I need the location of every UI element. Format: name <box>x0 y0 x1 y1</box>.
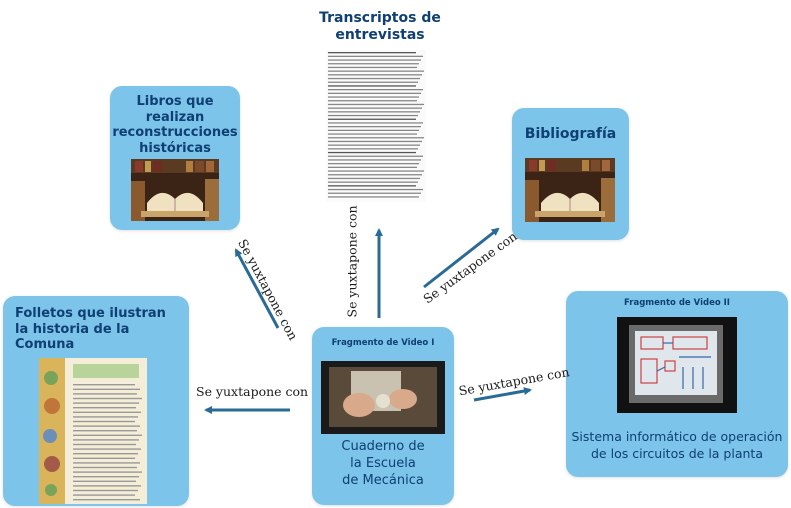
text-line <box>328 63 419 65</box>
text-line <box>73 411 141 413</box>
books-image <box>131 159 219 221</box>
transcriptos-title: Transcriptos de entrevistas <box>319 10 441 43</box>
text-line <box>73 393 137 395</box>
edge-label-folletos: Se yuxtapone con <box>196 384 309 399</box>
text-line <box>73 388 140 390</box>
text-line <box>328 96 419 98</box>
text-line <box>73 448 141 450</box>
transcript-document-image <box>326 50 426 202</box>
text-line <box>328 181 418 183</box>
arrow-to-video2 <box>473 387 532 402</box>
text-line <box>328 89 423 91</box>
text-line <box>73 471 142 473</box>
node-video2: Fragmento de Video II Sistema informátic… <box>566 291 788 477</box>
text-line <box>73 434 142 436</box>
text-line <box>328 66 417 69</box>
text-line <box>328 103 424 106</box>
text-line <box>328 163 419 165</box>
text-line <box>73 407 136 409</box>
text-line <box>328 52 416 54</box>
text-line <box>328 118 416 120</box>
text-line <box>73 499 140 501</box>
node-bibliografia: Bibliografía <box>512 108 629 240</box>
text-line <box>328 185 416 187</box>
node-bibliografia-title: Bibliografía <box>524 126 617 142</box>
text-line <box>328 192 421 194</box>
node-libros: Libros que realizan reconstrucciones his… <box>110 86 240 230</box>
text-line <box>328 81 418 83</box>
text-line <box>328 77 420 80</box>
text-line <box>73 384 135 386</box>
text-line <box>73 462 140 464</box>
text-line <box>328 111 420 113</box>
node-video1: Fragmento de Video I Cuaderno de la Escu… <box>312 327 454 505</box>
text-line <box>73 480 136 482</box>
text-line <box>73 402 139 404</box>
text-line <box>328 70 424 72</box>
arrow-to-bibliografia <box>423 227 500 289</box>
text-line <box>73 443 136 446</box>
arrow-to-libros <box>234 248 280 329</box>
text-line <box>328 100 417 102</box>
text-line <box>73 476 139 478</box>
text-line <box>73 416 138 418</box>
node-video1-title: Fragmento de Video I <box>331 338 435 348</box>
text-line <box>328 122 423 124</box>
text-line <box>328 129 419 131</box>
text-line <box>328 166 417 168</box>
text-line <box>73 466 137 469</box>
text-line <box>73 494 135 496</box>
node-video1-caption: Cuaderno de la Escuela de Mecánica <box>341 439 425 488</box>
text-line <box>328 188 423 191</box>
text-line <box>328 55 423 57</box>
text-line <box>73 430 137 432</box>
node-libros-title: Libros que realizan reconstrucciones his… <box>112 94 238 156</box>
text-line <box>73 397 142 400</box>
text-line <box>328 59 421 61</box>
text-line <box>73 425 140 427</box>
brochure-image <box>39 358 147 504</box>
node-video2-title: Fragmento de Video II <box>624 298 730 308</box>
text-line <box>328 174 422 176</box>
text-line <box>73 485 141 487</box>
text-line <box>73 439 139 441</box>
text-line <box>328 85 416 87</box>
edge-label-transcriptos: Se yuxtapone con <box>344 205 360 318</box>
text-line <box>328 133 417 135</box>
text-line <box>328 170 424 172</box>
text-line <box>328 159 421 161</box>
text-line <box>328 155 423 157</box>
text-line <box>328 137 424 139</box>
text-line <box>328 177 420 180</box>
node-folletos-title: Folletos que ilustran la historia de la … <box>15 306 166 353</box>
node-folletos: Folletos que ilustran la historia de la … <box>3 296 189 506</box>
text-line <box>328 196 419 198</box>
bibliography-books-image <box>525 158 615 222</box>
video1-frame[interactable] <box>321 361 445 434</box>
text-line <box>328 140 422 143</box>
text-line <box>328 107 422 109</box>
text-line <box>328 126 421 128</box>
node-video2-caption: Sistema informático de operación de los … <box>571 429 783 461</box>
text-line <box>328 114 418 117</box>
text-line <box>73 453 138 455</box>
text-line <box>328 148 418 150</box>
text-line <box>73 457 135 459</box>
text-line <box>328 144 420 146</box>
text-line <box>328 151 416 154</box>
text-line <box>328 74 422 76</box>
text-line <box>73 489 138 492</box>
text-line <box>328 92 421 94</box>
video2-frame[interactable] <box>617 317 737 413</box>
text-line <box>73 420 135 423</box>
